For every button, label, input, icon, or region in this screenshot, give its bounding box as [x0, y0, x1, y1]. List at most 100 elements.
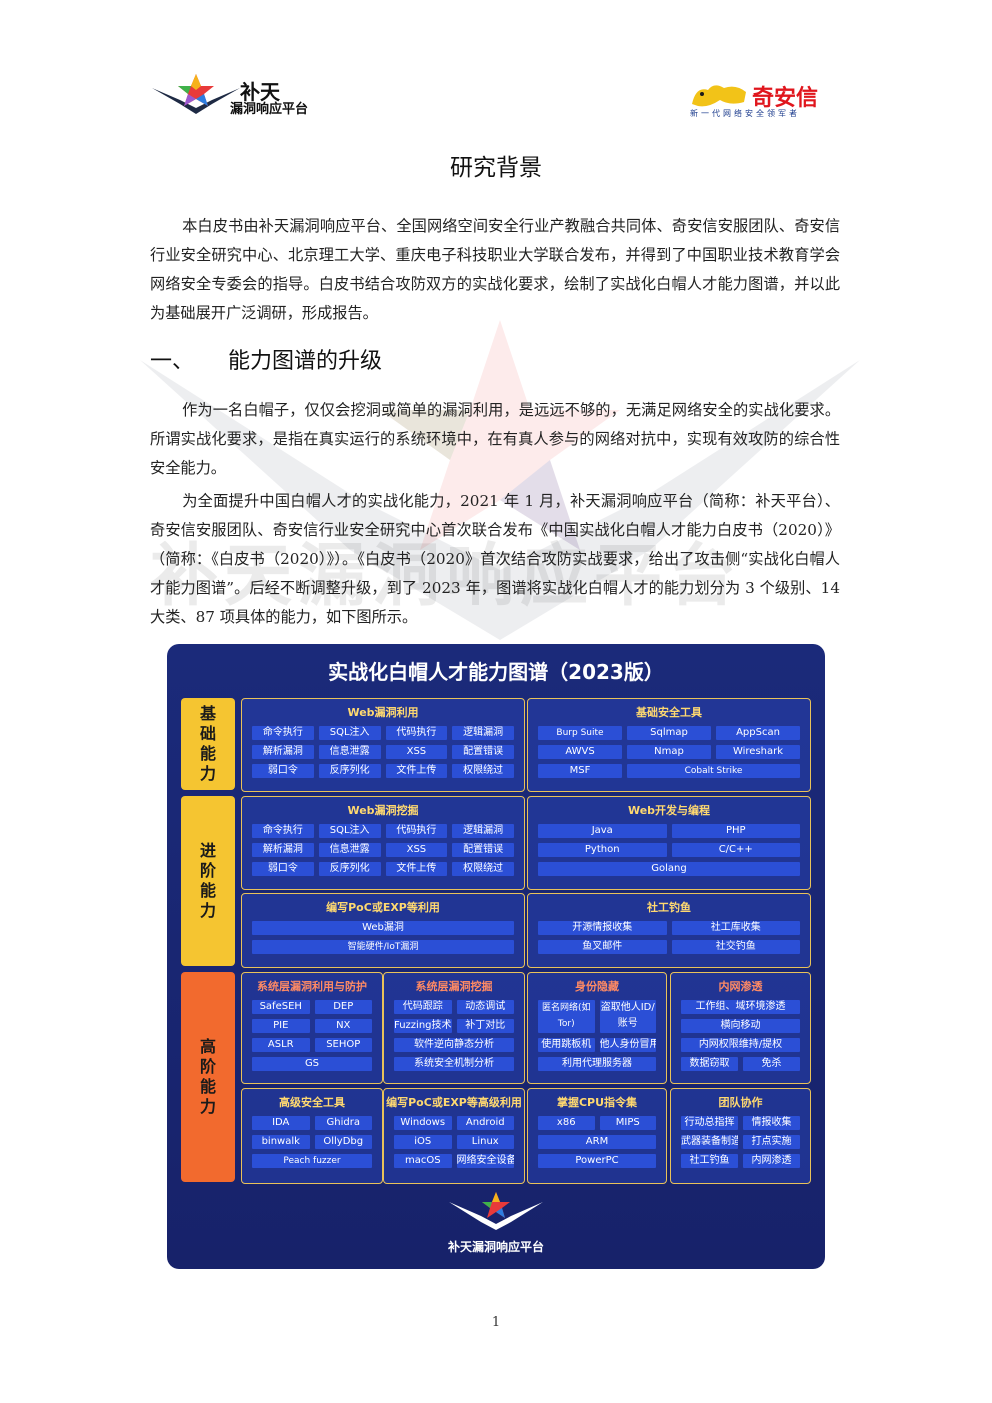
capability-item: XSS: [385, 745, 448, 759]
section-title: 能力图谱的升级: [228, 349, 383, 374]
capability-item: Fuzzing技术: [394, 1019, 452, 1033]
capability-item: 盗取他人ID/账号: [599, 1000, 656, 1033]
capability-item: macOS: [394, 1154, 452, 1168]
capability-item: 文件上传: [385, 862, 448, 876]
qianxin-logo: 奇安信 新一代网络安全领军者: [690, 78, 840, 123]
capability-item: 社交钓鱼: [671, 940, 800, 954]
capability-item: Windows: [394, 1116, 452, 1130]
section-heading: 一、 能力图谱的升级: [150, 343, 382, 375]
capability-item: Python: [538, 843, 667, 857]
page-number: 1: [491, 1315, 501, 1330]
capability-item: AWVS: [538, 745, 622, 759]
capability-card-title: Web开发与编程: [627, 804, 711, 817]
capability-card-title: 团队协作: [718, 1096, 763, 1109]
capability-item: XSS: [385, 843, 448, 857]
capability-item: SEHOP: [314, 1038, 372, 1052]
capability-item: 代码执行: [385, 726, 448, 740]
capability-item: 他人身份冒用: [599, 1038, 656, 1052]
capability-card-title: 编写PoC或EXP等高级利用: [386, 1096, 522, 1109]
capability-item: SQL注入: [318, 824, 381, 838]
capability-item: Web漏洞: [252, 921, 514, 935]
capability-card-title: 系统层漏洞利用与防护: [257, 980, 367, 993]
capability-item: iOS: [394, 1135, 452, 1149]
capability-item: Linux: [456, 1135, 514, 1149]
capability-card: 社工钓鱼开源情报收集社工库收集鱼叉邮件社交钓鱼: [527, 893, 811, 968]
level-basic: 基础能力: [181, 698, 235, 790]
capability-item: binwalk: [252, 1135, 310, 1149]
capability-item: SQL注入: [318, 726, 381, 740]
capability-item: IDA: [252, 1116, 310, 1130]
capability-item: 命令执行: [252, 726, 314, 740]
capability-item: 动态调试: [456, 1000, 514, 1014]
capability-card-title: 社工钓鱼: [647, 901, 691, 914]
capability-item: GS: [252, 1057, 372, 1071]
intro-paragraph: 本白皮书由补天漏洞响应平台、全国网络空间安全行业产教融合共同体、奇安信安服团队、…: [150, 217, 840, 322]
capability-item: PIE: [252, 1019, 310, 1033]
capability-item: MIPS: [599, 1116, 656, 1130]
figure-logo-text: 补天漏洞响应平台: [447, 1240, 544, 1254]
capability-item: 软件逆向静态分析: [394, 1038, 514, 1052]
capability-item: 武器装备制造: [681, 1135, 738, 1149]
capability-item: 补丁对比: [456, 1019, 514, 1033]
capability-item: 行动总指挥: [681, 1116, 738, 1130]
capability-item: 匿名网络(如Tor): [538, 1000, 595, 1033]
capability-item: 利用代理服务器: [538, 1057, 656, 1071]
capability-item: Wireshark: [716, 745, 800, 759]
capability-card-title: 掌握CPU指令集: [556, 1096, 638, 1109]
watermark-text: 补天漏洞响应平台: [150, 537, 743, 616]
level-expert: 高阶能力: [181, 972, 235, 1182]
capability-item: 配置错误: [452, 745, 514, 759]
capability-item: Sqlmap: [627, 726, 711, 740]
level-advanced: 进阶能力: [181, 796, 235, 966]
capability-item: 免杀: [743, 1057, 800, 1071]
capability-item: 智能硬件/IoT漏洞: [252, 940, 514, 954]
capability-item: C/C++: [671, 843, 800, 857]
capability-item: 命令执行: [252, 824, 314, 838]
capability-card-title: 身份隐藏: [575, 980, 619, 993]
capability-card-title: 高级安全工具: [279, 1096, 345, 1109]
paragraph-2: 为全面提升中国白帽人才的实战化能力，2021 年 1 月，补天漏洞响应平台（简称…: [150, 492, 840, 626]
capability-item: PowerPC: [538, 1154, 656, 1168]
capability-item: 社工库收集: [671, 921, 800, 935]
capability-item: 信息泄露: [318, 745, 381, 759]
capability-item: MSF: [538, 764, 622, 778]
capability-card-title: 系统层漏洞挖掘: [415, 980, 493, 993]
capability-item: NX: [314, 1019, 372, 1033]
capability-item: 使用跳板机: [538, 1038, 595, 1052]
capability-item: 配置错误: [452, 843, 514, 857]
capability-item: 权限绕过: [452, 862, 514, 876]
section-number: 一、: [150, 349, 195, 374]
butian-logo-line1: 补天: [240, 80, 280, 104]
capability-item: 解析漏洞: [252, 843, 314, 857]
capability-item: 逻辑漏洞: [452, 726, 514, 740]
capability-item: OllyDbg: [314, 1135, 372, 1149]
capability-item: 文件上传: [385, 764, 448, 778]
capability-item: PHP: [671, 824, 800, 838]
paragraph-1: 作为一名白帽子，仅仅会挖洞或简单的漏洞利用，是远远不够的，无满足网络安全的实战化…: [150, 401, 840, 477]
capability-item: SafeSEH: [252, 1000, 310, 1014]
capability-item: Peach fuzzer: [252, 1154, 372, 1168]
capability-card-title: Web漏洞利用: [347, 706, 419, 719]
capability-item: 内网权限维持/提权: [681, 1038, 800, 1052]
capability-item: 工作组、域环境渗透: [681, 1000, 800, 1014]
capability-card: 身份隐藏匿名网络(如Tor)盗取他人ID/账号使用跳板机他人身份冒用利用代理服务…: [527, 972, 667, 1084]
capability-item: ARM: [538, 1135, 656, 1149]
capability-item: 弱口令: [252, 862, 314, 876]
capability-item: 横向移动: [681, 1019, 800, 1033]
capability-item: 代码执行: [385, 824, 448, 838]
butian-logo-line2: 漏洞响应平台: [230, 102, 309, 117]
capability-item: Burp Suite: [538, 726, 622, 740]
page-header: 补天 漏洞响应平台 奇安信 新一代网络安全领军者: [0, 70, 992, 130]
capability-item: Nmap: [627, 745, 711, 759]
capability-map-figure: 实战化白帽人才能力图谱（2023版） 基础能力 进阶能力 高阶能力 Web漏洞利…: [167, 644, 825, 1269]
capability-item: 内网渗透: [743, 1154, 800, 1168]
